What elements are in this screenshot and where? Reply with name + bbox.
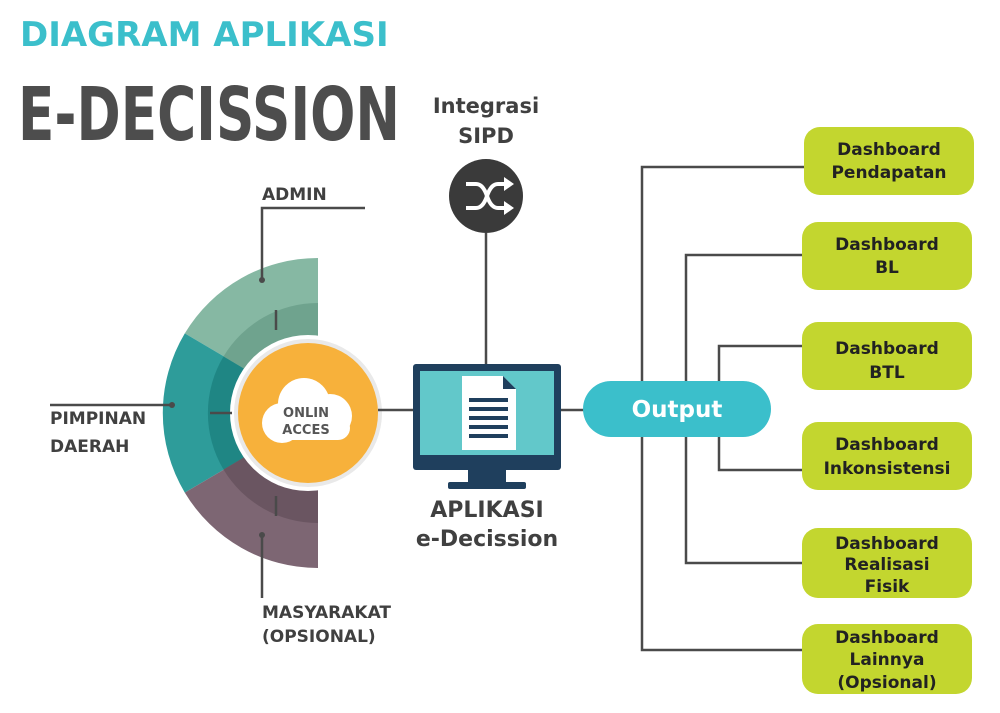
svg-text:Realisasi: Realisasi <box>844 555 929 575</box>
diagram-subtitle: DIAGRAM APLIKASI <box>20 15 389 55</box>
monitor-document-icon <box>413 364 561 489</box>
svg-text:BL: BL <box>875 258 899 278</box>
cloud-label-1: ONLIN <box>283 406 329 421</box>
cloud-icon <box>262 378 352 443</box>
svg-text:Dashboard: Dashboard <box>835 628 939 648</box>
role-masyarakat-label-1: MASYARAKAT <box>262 603 391 623</box>
role-pimpinan-label-2: DAERAH <box>50 437 129 457</box>
svg-text:Dashboard: Dashboard <box>835 339 939 359</box>
role-pimpinan-label-1: PIMPINAN <box>50 409 146 429</box>
app-label-1: APLIKASI <box>430 498 543 523</box>
svg-text:Pendapatan: Pendapatan <box>831 163 946 183</box>
output-node: Output <box>583 381 771 437</box>
role-masyarakat-label-2: (OPSIONAL) <box>262 627 376 647</box>
dashboard-item-lainnya: Dashboard Lainnya (Opsional) <box>802 624 972 694</box>
dashboard-tree <box>640 165 806 652</box>
svg-text:Dashboard: Dashboard <box>837 140 941 160</box>
svg-text:Inkonsistensi: Inkonsistensi <box>824 459 951 479</box>
output-label: Output <box>632 397 723 423</box>
app-label-2: e-Decission <box>416 527 558 552</box>
dashboard-item-inkonsistensi: Dashboard Inkonsistensi <box>802 422 972 490</box>
svg-text:BTL: BTL <box>869 363 905 383</box>
svg-text:(Opsional): (Opsional) <box>837 673 936 693</box>
shuffle-icon <box>449 159 523 233</box>
admin-connector <box>260 206 365 280</box>
svg-text:Fisik: Fisik <box>865 577 910 597</box>
svg-text:Dashboard: Dashboard <box>835 435 939 455</box>
integration-label-2: SIPD <box>458 124 514 148</box>
diagram-title: E-DECISSION <box>18 72 400 158</box>
svg-text:Lainnya: Lainnya <box>850 650 925 670</box>
svg-text:Dashboard: Dashboard <box>835 534 939 554</box>
dashboard-item-btl: Dashboard BTL <box>802 322 972 390</box>
integration-label-1: Integrasi <box>433 94 539 118</box>
cloud-label-2: ACCES <box>282 423 329 438</box>
dashboard-item-bl: Dashboard BL <box>802 222 972 290</box>
svg-text:Dashboard: Dashboard <box>835 235 939 255</box>
dashboard-item-pendapatan: Dashboard Pendapatan <box>804 127 974 195</box>
online-access-node: ONLIN ACCES <box>238 343 378 483</box>
dashboard-item-realisasi-fisik: Dashboard Realisasi Fisik <box>802 528 972 598</box>
role-admin-label: ADMIN <box>262 185 327 205</box>
